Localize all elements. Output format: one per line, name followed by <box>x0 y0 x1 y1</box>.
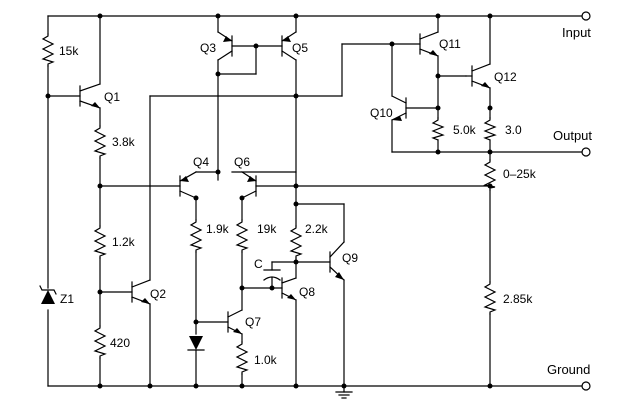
label-z1: Z1 <box>60 292 74 306</box>
transistor-q1 <box>79 83 101 109</box>
resistor-420 <box>93 325 107 359</box>
port-labels: Input Output Ground <box>547 25 592 377</box>
label-q9: Q9 <box>342 251 358 265</box>
label-r-2-2k: 2.2k <box>305 222 329 236</box>
label-r-3-0: 3.0 <box>505 123 522 137</box>
transistor-q7 <box>227 309 243 335</box>
label-q7: Q7 <box>245 315 261 329</box>
label-capacitor-c: C <box>254 257 263 271</box>
transistor-q5 <box>281 31 297 61</box>
transistor-q11 <box>419 31 439 57</box>
label-q3: Q3 <box>200 41 216 55</box>
resistor-2-2k <box>289 225 303 259</box>
label-r-0-25k: 0–25k <box>503 167 537 181</box>
resistor-1-9k <box>189 219 203 253</box>
label-q12: Q12 <box>494 70 517 84</box>
transistor-q4 <box>179 171 219 199</box>
label-r-1-9k: 1.9k <box>206 222 230 236</box>
label-r-1-0k: 1.0k <box>254 353 278 367</box>
transistor-q3 <box>217 31 233 61</box>
label-q1: Q1 <box>104 90 120 104</box>
label-r-15k: 15k <box>59 44 79 58</box>
ground-symbol <box>335 391 353 399</box>
label-q11: Q11 <box>439 37 461 51</box>
label-ground: Ground <box>547 362 590 377</box>
diode <box>187 336 205 351</box>
resistor-1-2k <box>93 225 107 259</box>
transistor-q12 <box>465 63 491 89</box>
component-labels: 15k 3.8k 1.2k 420 1.9k 19k 2.2k 1.0k 5.0… <box>59 37 537 367</box>
label-r-5-0k: 5.0k <box>453 123 477 137</box>
label-q8: Q8 <box>299 285 315 299</box>
label-q10: Q10 <box>370 106 393 120</box>
capacitor-c <box>263 269 281 281</box>
transistor-q8 <box>281 277 297 301</box>
resistor-19k <box>235 219 249 253</box>
transistor-q6 <box>241 171 257 199</box>
label-r-2-85k: 2.85k <box>503 292 533 306</box>
label-r-3-8k: 3.8k <box>112 135 136 149</box>
resistor-3-8k <box>93 125 107 159</box>
label-r-19k: 19k <box>257 222 277 236</box>
resistor-0-25k <box>483 159 497 191</box>
resistor-1-0k <box>235 341 249 375</box>
resistor-5-0k <box>431 117 445 141</box>
resistor-15k <box>41 33 55 67</box>
zener-diode-z1 <box>39 285 57 304</box>
resistor-3-0 <box>483 117 497 141</box>
junction-dots <box>45 13 493 389</box>
label-r-1-2k: 1.2k <box>112 235 136 249</box>
label-q5: Q5 <box>292 41 308 55</box>
transistor-q2 <box>131 279 151 305</box>
transistor-q10 <box>391 95 407 121</box>
label-r-420: 420 <box>110 336 130 350</box>
label-input: Input <box>562 25 591 40</box>
input-terminal <box>581 11 591 21</box>
label-q6: Q6 <box>234 155 250 169</box>
label-q2: Q2 <box>150 287 166 301</box>
label-output: Output <box>553 128 592 143</box>
output-terminal <box>581 147 591 157</box>
resistor-2-85k <box>483 281 497 315</box>
label-q4: Q4 <box>193 155 209 169</box>
transistor-q9 <box>329 241 345 281</box>
ground-terminal <box>581 381 591 391</box>
